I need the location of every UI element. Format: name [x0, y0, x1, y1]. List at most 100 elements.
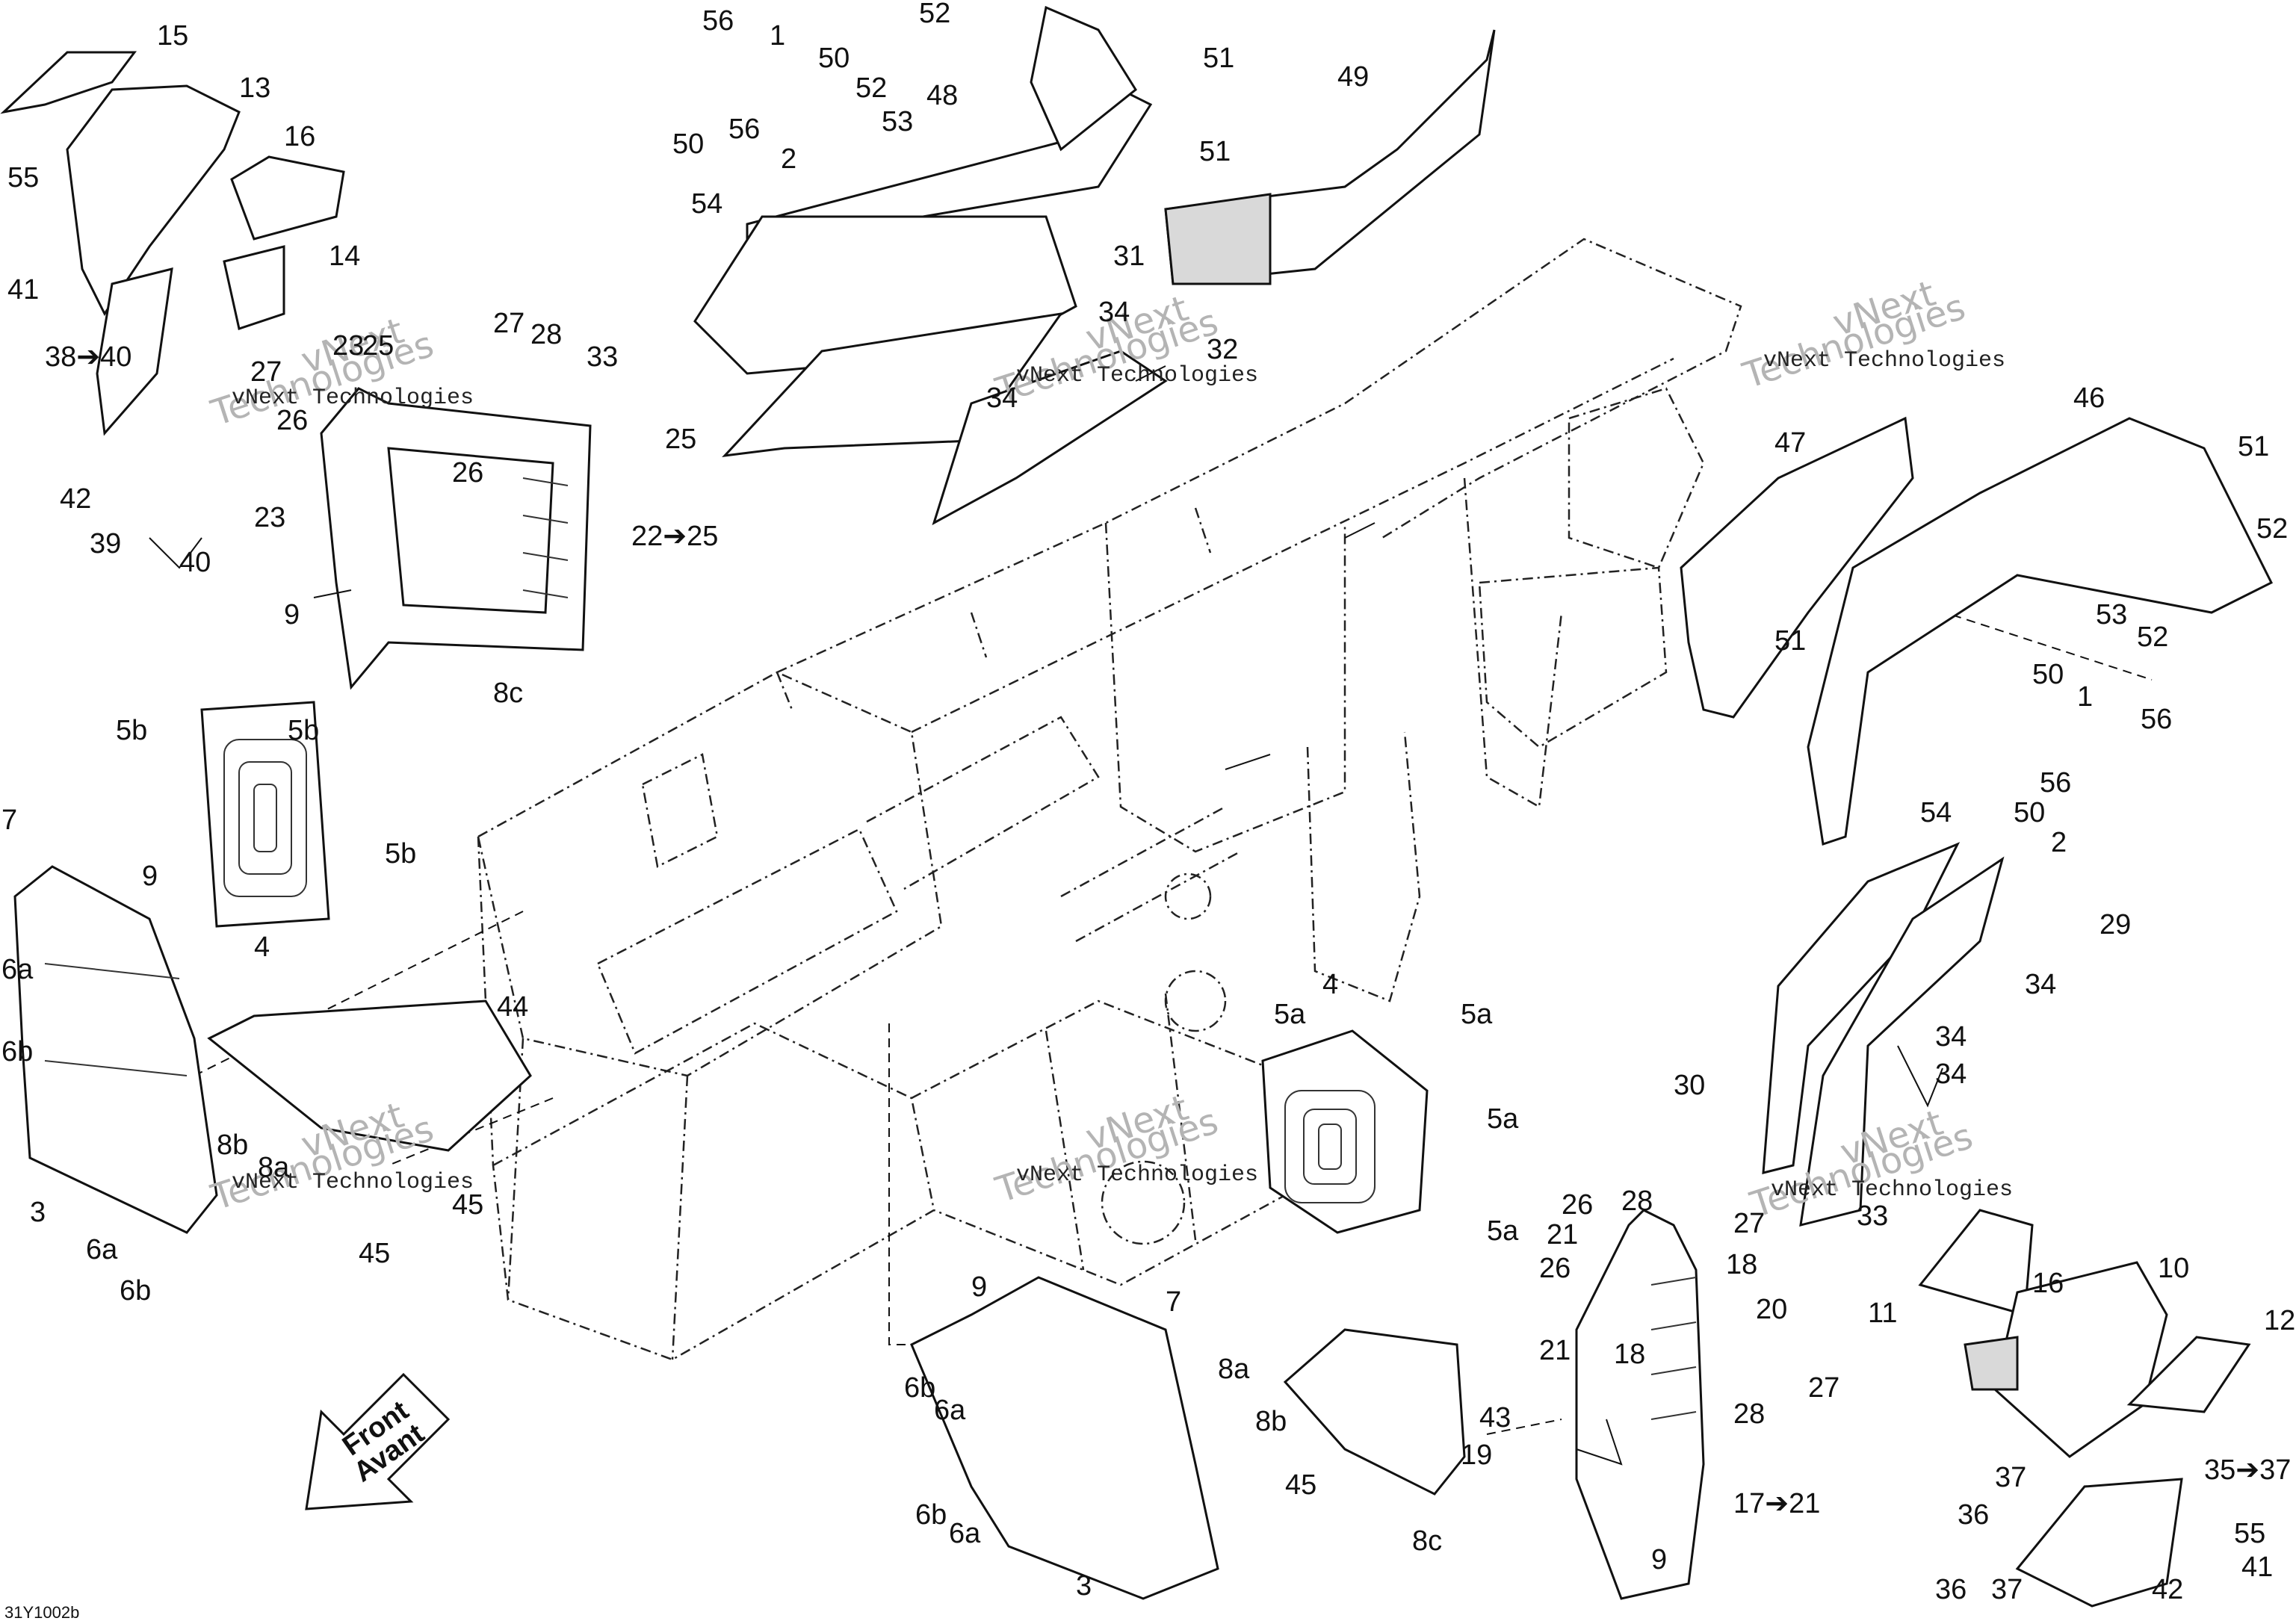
callout-number: 7 — [1166, 1286, 1181, 1318]
callout-number: 48 — [926, 80, 958, 111]
callout-number: 51 — [2238, 431, 2269, 462]
callout-number: 30 — [1674, 1070, 1705, 1101]
callout-number: 6a — [1, 954, 34, 985]
callout-number: 1 — [770, 20, 785, 52]
callout-number: 5b — [288, 715, 319, 746]
callout-number: 14 — [329, 241, 360, 272]
callout-number: 52 — [2256, 513, 2288, 545]
callout-number: 26 — [1562, 1189, 1593, 1221]
callout-number: 23 — [254, 502, 285, 533]
part-right-fender-panels — [1680, 416, 2274, 846]
callout-number: 20 — [1756, 1294, 1787, 1325]
callout-number: 51 — [1199, 136, 1231, 167]
callout-number: 55 — [7, 162, 39, 193]
callout-number: 52 — [2137, 622, 2168, 653]
watermark-caption: vNext Technologies — [1771, 1177, 2013, 1203]
callout-number: 8b — [1255, 1406, 1287, 1437]
watermark-caption: vNext Technologies — [232, 385, 474, 411]
callout-number: 9 — [142, 861, 158, 892]
callout-number: 42 — [60, 483, 91, 515]
callout-number: 5a — [1461, 999, 1493, 1030]
callout-number: 41 — [2241, 1552, 2273, 1583]
part-front-fender-panels — [693, 5, 1496, 526]
callout-number: 27 — [493, 308, 525, 339]
callout-number: 34 — [1098, 297, 1130, 328]
callout-number: 5b — [385, 838, 416, 870]
callout-number: 4 — [1322, 969, 1338, 1000]
callout-number: 50 — [672, 128, 704, 160]
watermark-caption: vNext Technologies — [232, 1170, 474, 1195]
callout-number: 52 — [855, 72, 887, 104]
callout-number: 40 — [179, 547, 211, 578]
callout-number: 28 — [530, 319, 562, 350]
callout-leaders — [149, 365, 1943, 1466]
part-inner-fender — [1762, 842, 2005, 1227]
callout-number: 9 — [1651, 1544, 1667, 1575]
callout-number: 25 — [362, 330, 394, 362]
callout-number: 11 — [1868, 1298, 1897, 1329]
callout-number: 36 — [1958, 1499, 1989, 1531]
callout-number: 22➔25 — [631, 521, 718, 552]
callout-number: 19 — [1461, 1439, 1492, 1471]
callout-number: 31 — [1113, 241, 1145, 272]
callout-number: 47 — [1774, 427, 1806, 459]
callout-number: 33 — [587, 341, 618, 373]
callout-number: 38➔40 — [45, 341, 131, 373]
callout-number: 3 — [1076, 1570, 1092, 1602]
callout-number: 34 — [2025, 969, 2056, 1000]
callout-number: 21 — [1539, 1335, 1571, 1366]
callout-number: 4 — [254, 932, 270, 963]
callout-number: 34 — [1935, 1021, 1967, 1053]
reference-code: 31Y1002b — [4, 1603, 79, 1622]
watermark-caption: vNext Technologies — [1016, 363, 1258, 388]
callout-number: 12 — [2264, 1305, 2295, 1336]
callout-number: 28 — [1621, 1186, 1653, 1217]
callout-number: 56 — [728, 114, 760, 145]
callout-number: 16 — [2032, 1268, 2064, 1299]
callout-number: 7 — [1, 805, 17, 836]
callout-number: 27 — [250, 356, 282, 388]
callout-number: 56 — [2040, 767, 2071, 799]
callout-number: 1 — [2077, 681, 2093, 713]
callout-number: 8a — [258, 1152, 290, 1183]
callout-number: 26 — [276, 405, 308, 436]
callout-number: 49 — [1337, 61, 1369, 93]
callout-number: 8c — [493, 678, 523, 709]
callout-number: 51 — [1774, 625, 1806, 657]
callout-number: 52 — [919, 0, 950, 29]
callout-number: 6a — [934, 1395, 966, 1426]
callout-number: 51 — [1203, 43, 1234, 74]
callout-number: 5a — [1487, 1215, 1519, 1247]
callout-number: 6a — [949, 1518, 981, 1549]
callout-number: 8b — [217, 1129, 248, 1161]
callout-number: 5a — [1487, 1103, 1519, 1135]
direction-arrow: Front Avant — [305, 1372, 451, 1510]
callout-number: 6b — [1, 1036, 33, 1067]
callout-number: 54 — [1920, 797, 1952, 828]
callout-number: 54 — [691, 188, 722, 220]
callout-number: 25 — [665, 424, 696, 455]
part-front-side-panel — [13, 865, 532, 1234]
callout-number: 36 — [1935, 1574, 1967, 1605]
callout-number: 27 — [1733, 1208, 1765, 1239]
callout-number: 50 — [818, 43, 850, 74]
callout-number: 39 — [90, 528, 121, 560]
callout-number: 56 — [2141, 704, 2172, 735]
callout-number: 50 — [2032, 659, 2064, 690]
callout-number: 35➔37 — [2204, 1454, 2291, 1486]
assembly-lines — [194, 216, 2153, 1435]
part-grill-upper — [200, 701, 330, 928]
watermark-caption: vNext Technologies — [1016, 1162, 1258, 1188]
callout-number: 6b — [120, 1275, 151, 1307]
callout-number: 37 — [1995, 1462, 2026, 1493]
callout-number: 21 — [1547, 1219, 1578, 1250]
callout-number: 5a — [1274, 999, 1306, 1030]
part-rear-side-panel — [910, 1276, 1466, 1600]
callout-number: 33 — [1857, 1200, 1888, 1232]
callout-number: 53 — [882, 106, 913, 137]
callout-number: 9 — [284, 599, 300, 630]
callout-number: 3 — [30, 1197, 46, 1228]
callout-number: 32 — [1207, 334, 1238, 365]
callout-number: 18 — [1614, 1339, 1645, 1370]
